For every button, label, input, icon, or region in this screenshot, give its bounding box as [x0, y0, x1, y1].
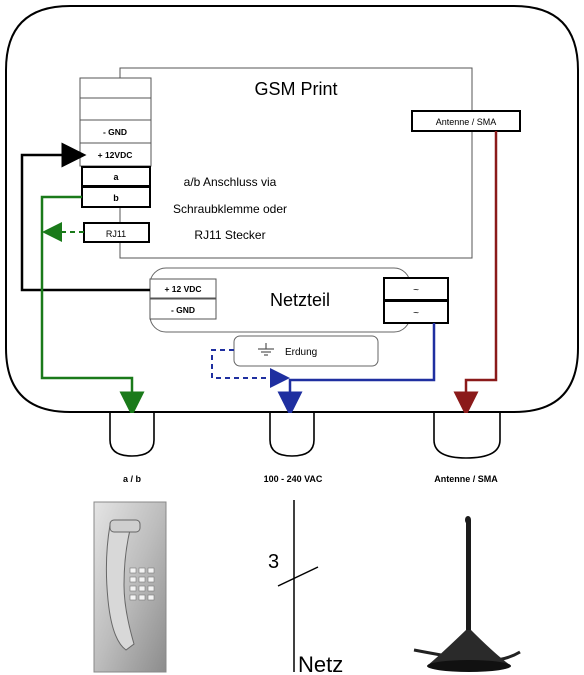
earth-label: Erdung	[285, 347, 317, 358]
terminal-b-label: b	[113, 193, 119, 203]
terminal-rj11-label: RJ11	[106, 229, 126, 239]
antenna-connector-label: Antenne / SMA	[436, 117, 497, 127]
antenna-connector	[411, 110, 521, 132]
terminal-12vdc-label: + 12VDC	[98, 150, 133, 160]
port-antenna-label: Antenne / SMA	[434, 474, 498, 484]
phase-count: 3	[268, 551, 279, 573]
gsm-board-title: GSM Print	[254, 79, 337, 99]
gsm-board: GSM Print a/b Anschluss via Schraubklemm…	[119, 67, 473, 259]
psu-terminal-12vdc	[149, 278, 217, 299]
psu-terminal-12vdc-label: + 12 VDC	[164, 284, 201, 294]
dc-wire	[20, 142, 150, 292]
antenna-wire	[453, 131, 498, 417]
terminal-gnd-label: - GND	[103, 127, 127, 137]
mains-symbol: 3 Netz	[268, 500, 343, 675]
mains-label: Netz	[298, 652, 343, 675]
terminal-a-label: a	[113, 172, 119, 182]
psu-terminal-gnd-label: - GND	[171, 305, 195, 315]
psu-terminal-ac-1-label: ~	[413, 285, 419, 296]
port-antenna	[433, 413, 501, 459]
psu-terminal-ac-2	[383, 300, 449, 324]
door-intercom-keypad	[93, 501, 167, 673]
ground-icon	[258, 343, 274, 356]
power-supply: Netzteil + 12 VDC - GND ~ ~	[149, 267, 449, 333]
psu-terminal-gnd	[149, 298, 217, 320]
housing-outline	[5, 5, 579, 413]
connection-text-line-1: a/b Anschluss via	[184, 175, 277, 189]
power-supply-title: Netzteil	[270, 290, 330, 310]
port-ac	[269, 413, 315, 457]
connection-text-line-2: Schraubklemme oder	[173, 202, 287, 216]
connection-text-line-3: RJ11 Stecker	[194, 228, 265, 242]
earth-terminal: Erdung	[233, 335, 379, 367]
ac-wire	[277, 323, 436, 417]
magnetic-antenna	[413, 516, 521, 672]
earth-wire	[211, 349, 290, 388]
port-ac-label: 100 - 240 VAC	[264, 474, 323, 484]
psu-terminal-ac-2-label: ~	[413, 308, 419, 319]
ab-wire	[40, 195, 145, 417]
port-ab	[109, 413, 155, 457]
port-ab-label: a / b	[123, 474, 142, 484]
gsm-terminal-strip: - GND + 12VDC a b RJ11	[79, 77, 152, 243]
